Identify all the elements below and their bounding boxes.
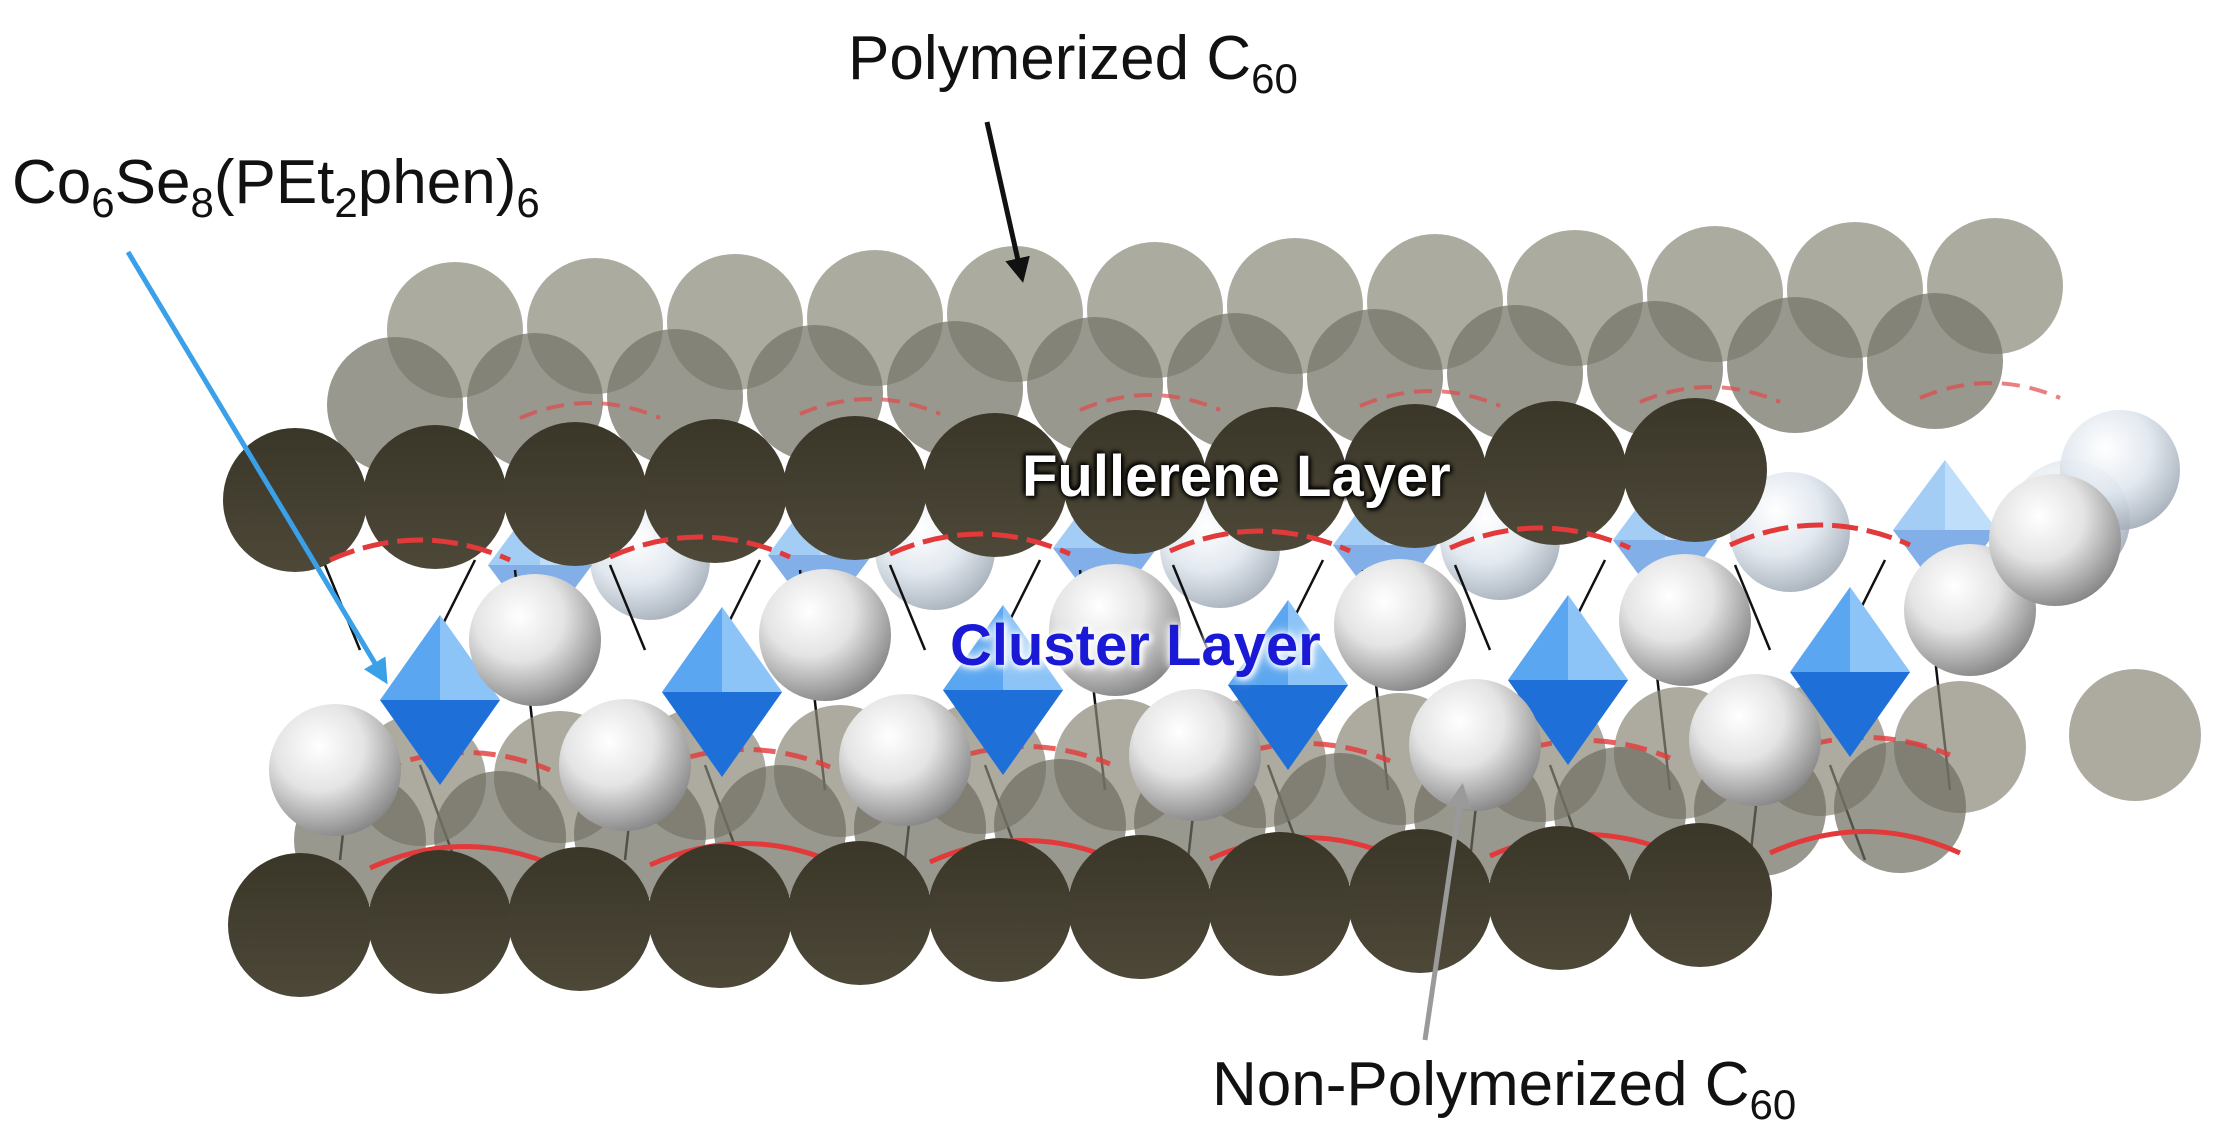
cluster-octahedron-face (662, 692, 782, 777)
linker-line (608, 564, 647, 651)
linker-line (888, 564, 927, 651)
fullerene-sphere (1834, 741, 1966, 873)
bond-arc (368, 844, 562, 871)
cluster-octahedra (380, 587, 1910, 785)
polymerized-c60-label: Polymerized C60 (848, 24, 1298, 102)
c60-sphere (269, 704, 401, 836)
bond-arc (888, 531, 1072, 557)
fullerene-sphere (1348, 829, 1492, 973)
fullerene-sphere (1867, 293, 2003, 429)
fullerene-sphere (508, 847, 652, 991)
fullerene-sphere (1727, 297, 1863, 433)
upper-front-fullerene-row (223, 398, 1767, 572)
linker-line (1733, 564, 1772, 651)
cluster-octahedron-face (1945, 460, 1997, 536)
c60-sphere (1730, 472, 1850, 592)
polymerized-arrow (984, 121, 1030, 283)
fullerene-sphere (1623, 398, 1767, 542)
bond-arc (608, 534, 792, 560)
cluster-layer-label: Cluster Layer (950, 613, 1321, 678)
fullerene-sphere (1628, 823, 1772, 967)
fullerene-sphere (783, 416, 927, 560)
fullerene-sphere (643, 419, 787, 563)
bond-arc (1768, 829, 1962, 856)
c60-sphere (1689, 674, 1821, 806)
cluster-octahedron-face (380, 700, 500, 785)
non-polymerized-arrow (1422, 783, 1472, 1041)
cluster-octahedron-face (1508, 680, 1628, 765)
fullerene-sphere (923, 413, 1067, 557)
fullerene-sphere (1203, 407, 1347, 551)
cluster-octahedron-face (722, 607, 782, 698)
fullerene-sphere (363, 425, 507, 569)
fullerene-sphere (1063, 410, 1207, 554)
c60-sphere (1334, 559, 1466, 691)
c60-sphere (1409, 679, 1541, 811)
cluster-octahedron-face (1568, 595, 1628, 686)
bond-arc (1168, 528, 1352, 554)
c60-sphere (1129, 689, 1261, 821)
lower-front-fullerene-row (228, 823, 1772, 997)
non-polymerized-c60-label: Non-Polymerized C60 (1212, 1050, 1797, 1128)
fullerene-sphere (1483, 401, 1627, 545)
c60-sphere (469, 574, 601, 706)
fullerene-sphere (2069, 669, 2201, 801)
fullerene-sphere (1208, 832, 1352, 976)
cluster-octahedron-face (1288, 600, 1348, 691)
fullerene-sphere (1488, 826, 1632, 970)
upper-back-bond-arcs (519, 381, 2061, 420)
cluster-octahedron-face (440, 615, 500, 706)
bond-arc (1728, 522, 1912, 548)
upper-back-fullerene-row-2 (327, 293, 2003, 473)
fullerene-sphere (1068, 835, 1212, 979)
c60-sphere (1619, 554, 1751, 686)
linker-line (1453, 564, 1492, 651)
c60-sphere (759, 569, 891, 701)
c60-sphere (1989, 474, 2121, 606)
fullerene-sphere (928, 838, 1072, 982)
fullerene-sphere (503, 422, 647, 566)
cluster-octahedron-face (1003, 605, 1063, 696)
bond-arc (1919, 381, 2061, 400)
cluster-octahedron-face (1790, 672, 1910, 757)
fullerene-sphere (1343, 404, 1487, 548)
cluster-formula-label: Co6Se8(PEt2phen)6 (12, 148, 540, 226)
bond-arc (328, 537, 512, 563)
upper-front-bond-arcs (328, 522, 1912, 563)
c60-sphere (839, 694, 971, 826)
fullerene-sphere (368, 850, 512, 994)
fullerene-sphere (788, 841, 932, 985)
fullerene-sphere (648, 844, 792, 988)
linker-line (1171, 564, 1210, 651)
cluster-octahedron-face (1228, 685, 1348, 770)
non-polymerized-c60-spheres (269, 474, 2121, 836)
cluster-octahedron-face (1850, 587, 1910, 678)
fullerene-sphere (228, 853, 372, 997)
bond-arc (1079, 393, 1221, 412)
bond-arc (799, 397, 941, 416)
c60-sphere (1049, 564, 1181, 696)
c60-sphere (559, 699, 691, 831)
bond-arc (519, 401, 661, 420)
fullerene-sphere (223, 428, 367, 572)
cluster-formula-arrow (125, 250, 388, 685)
bond-arc (1448, 525, 1632, 551)
fullerene-layer-label: Fullerene Layer (1022, 444, 1451, 509)
bond-arc (1359, 389, 1501, 408)
bond-arc (1639, 385, 1781, 404)
cluster-octahedron-face (943, 690, 1063, 775)
